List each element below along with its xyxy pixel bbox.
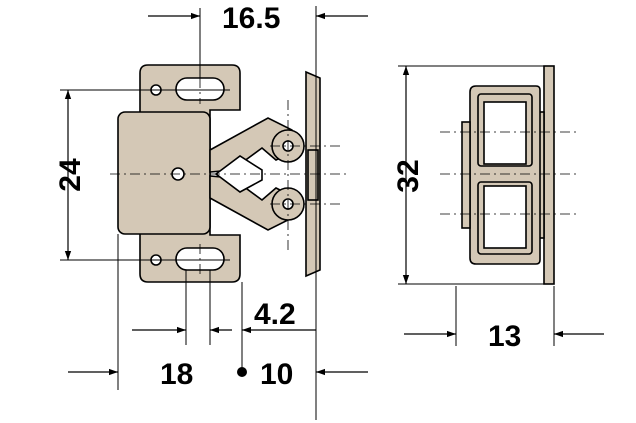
spring-arm-upper bbox=[209, 117, 297, 173]
label-10: 10 bbox=[260, 358, 293, 391]
side-center-lines bbox=[440, 131, 576, 215]
label-18: 18 bbox=[160, 358, 193, 391]
main-body bbox=[117, 111, 211, 235]
label-13: 13 bbox=[488, 320, 521, 353]
center-lines bbox=[110, 78, 350, 274]
spring-arm-lower bbox=[209, 175, 297, 231]
label-32: 32 bbox=[392, 159, 425, 192]
side-back-plate bbox=[543, 65, 555, 285]
label-4-2: 4.2 bbox=[254, 298, 296, 331]
extension-lines bbox=[60, 6, 317, 420]
front-view bbox=[117, 64, 321, 283]
side-view bbox=[461, 65, 555, 285]
side-dimension-arrows bbox=[402, 66, 604, 338]
side-cavity-lower bbox=[483, 185, 527, 249]
label-16-5: 16.5 bbox=[222, 2, 280, 35]
side-tab bbox=[461, 121, 471, 229]
side-cavity-upper bbox=[483, 101, 527, 165]
label-24: 24 bbox=[54, 158, 87, 192]
dimension-arrows bbox=[64, 12, 368, 376]
datum-dot bbox=[237, 367, 247, 377]
